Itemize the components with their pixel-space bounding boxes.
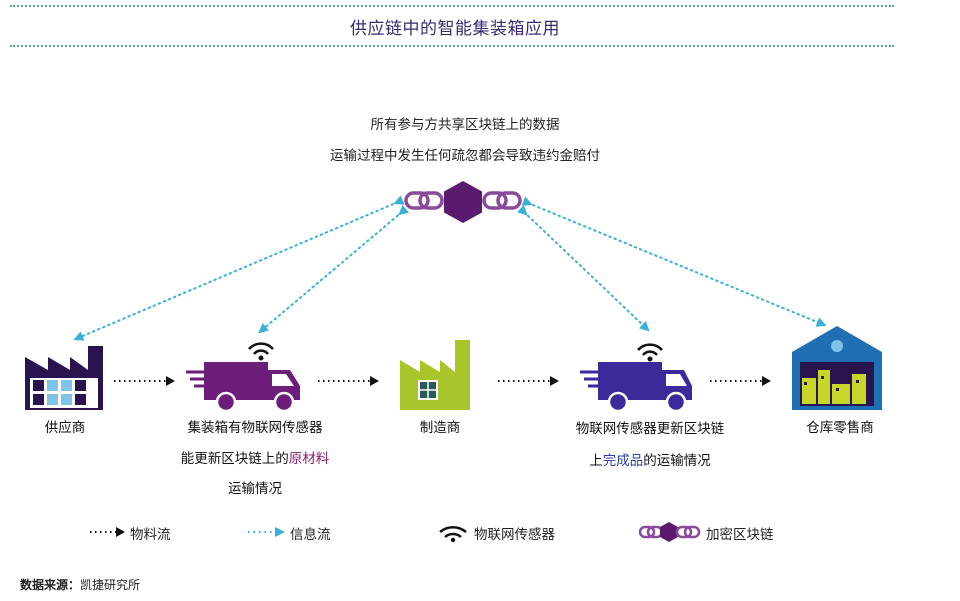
blockchain-note-line2: 运输过程中发生任何疏忽都会导致违约金赔付: [330, 148, 600, 164]
supplier-factory-icon: [25, 346, 103, 410]
finished-goods-highlight: 完成品: [602, 453, 644, 469]
legend-info-flow-label: 信息流: [290, 527, 331, 543]
container-truck-icon: [186, 342, 300, 413]
info-flow-retailer: [521, 196, 827, 327]
sensor-truck-label-line1: 物联网传感器更新区块链: [575, 421, 725, 437]
blockchain-note-line1: 所有参与方共享区块链上的数据: [370, 117, 560, 133]
retailer-label: 仓库零售商: [806, 420, 874, 436]
source-value: 凯捷研究所: [80, 578, 141, 592]
sensor-truck-icon: [580, 343, 692, 413]
container-truck-label-line1: 集装箱有物联网传感器: [187, 420, 323, 436]
raw-material-highlight: 原材料: [288, 451, 330, 467]
supplier-label: 供应商: [44, 420, 86, 436]
legend-blockchain-chain-icon: [638, 522, 701, 542]
legend-encrypted-blockchain-label: 加密区块链: [706, 527, 774, 543]
info-flow-sensor-truck: [516, 204, 650, 332]
blockchain-chain-icon: [404, 181, 522, 223]
container-truck-label-line3: 运输情况: [228, 481, 282, 497]
legend-iot-sensor-label: 物联网传感器: [474, 527, 555, 543]
legend-material-flow-label: 物料流: [130, 527, 171, 543]
container-truck-label-line2: 能更新区块链上的原材料: [180, 451, 330, 467]
title-rule-bottom: [10, 45, 894, 47]
info-flow-lines: [73, 195, 827, 341]
warehouse-icon: [792, 326, 882, 410]
source-note: 数据来源：凯捷研究所: [20, 576, 140, 593]
legend-wifi-signal-icon: [439, 525, 467, 543]
source-label: 数据来源：: [20, 578, 81, 592]
sensor-truck-label-line2: 上完成品的运输情况: [589, 453, 711, 469]
manufacturer-factory-icon: [400, 340, 470, 410]
info-flow-supplier: [73, 195, 405, 341]
page-title: 供应链中的智能集装箱应用: [350, 19, 560, 39]
title-rule-top: [10, 5, 894, 7]
manufacturer-label: 制造商: [419, 420, 461, 436]
